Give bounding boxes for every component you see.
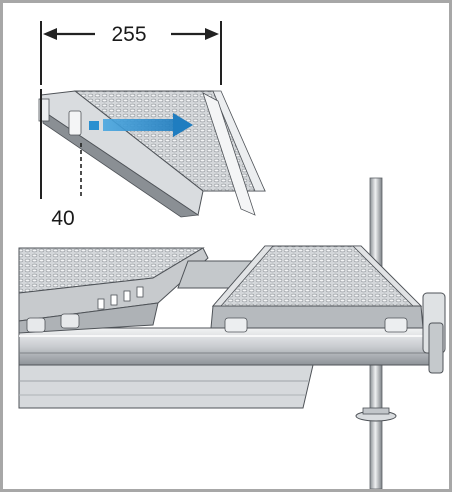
deck-detail-inset [38, 90, 266, 218]
left-deck-platform [18, 247, 209, 334]
width-dimension: 255 [40, 21, 222, 85]
depth-dimension-label: 40 [51, 207, 74, 230]
width-dimension-label: 255 [111, 23, 146, 46]
depth-dimension: 40 [40, 89, 82, 230]
scaffold-illustration: 255 40 [18, 21, 446, 489]
slide-direction-arrow [89, 113, 193, 137]
ledger-beam [18, 327, 444, 409]
ledger-coupler [422, 292, 446, 374]
right-deck-platform [210, 245, 424, 333]
